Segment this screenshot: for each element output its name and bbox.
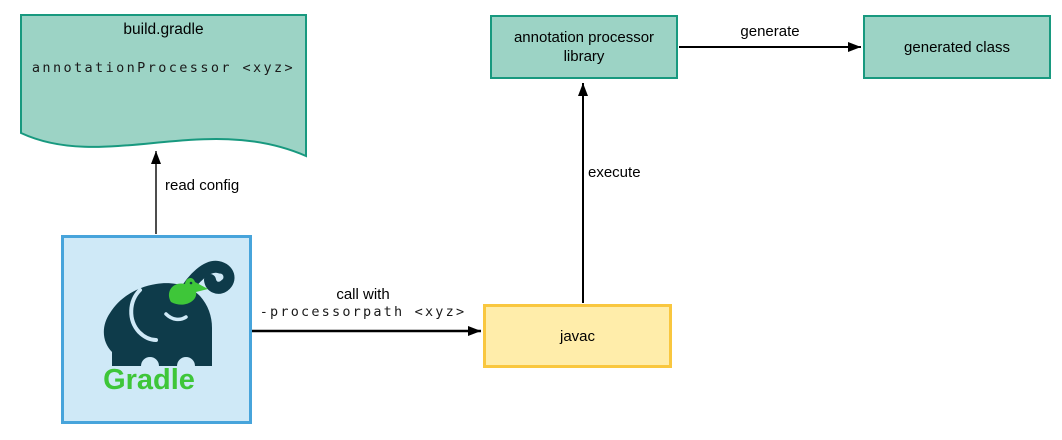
- node-generated-class: generated class: [863, 15, 1051, 79]
- gradle-wordmark: Gradle: [103, 364, 195, 396]
- javac-label: javac: [559, 327, 596, 345]
- generated-class-label: generated class: [904, 38, 1010, 56]
- call-with-label: call with -processorpath <xyz>: [240, 286, 486, 320]
- annotation-processor-library-label: annotation processor library: [513, 29, 655, 65]
- build-gradle-title: build.gradle: [123, 21, 204, 38]
- execute-label: execute: [588, 164, 641, 181]
- gradle-elephant-icon: [103, 260, 235, 366]
- build-gradle-code-line: annotationProcessor <xyz>: [31, 60, 296, 76]
- node-javac: javac: [483, 304, 672, 368]
- bird-icon: [168, 278, 208, 305]
- call-with-label-line2: -processorpath <xyz>: [259, 304, 467, 320]
- node-gradle: Gradle: [61, 235, 252, 424]
- node-annotation-processor-library: annotation processor library: [490, 15, 678, 79]
- read-config-label: read config: [165, 177, 240, 194]
- build-gradle-document-shape: [20, 14, 307, 158]
- call-with-label-line1: call with: [336, 286, 390, 303]
- generate-label: generate: [740, 23, 800, 40]
